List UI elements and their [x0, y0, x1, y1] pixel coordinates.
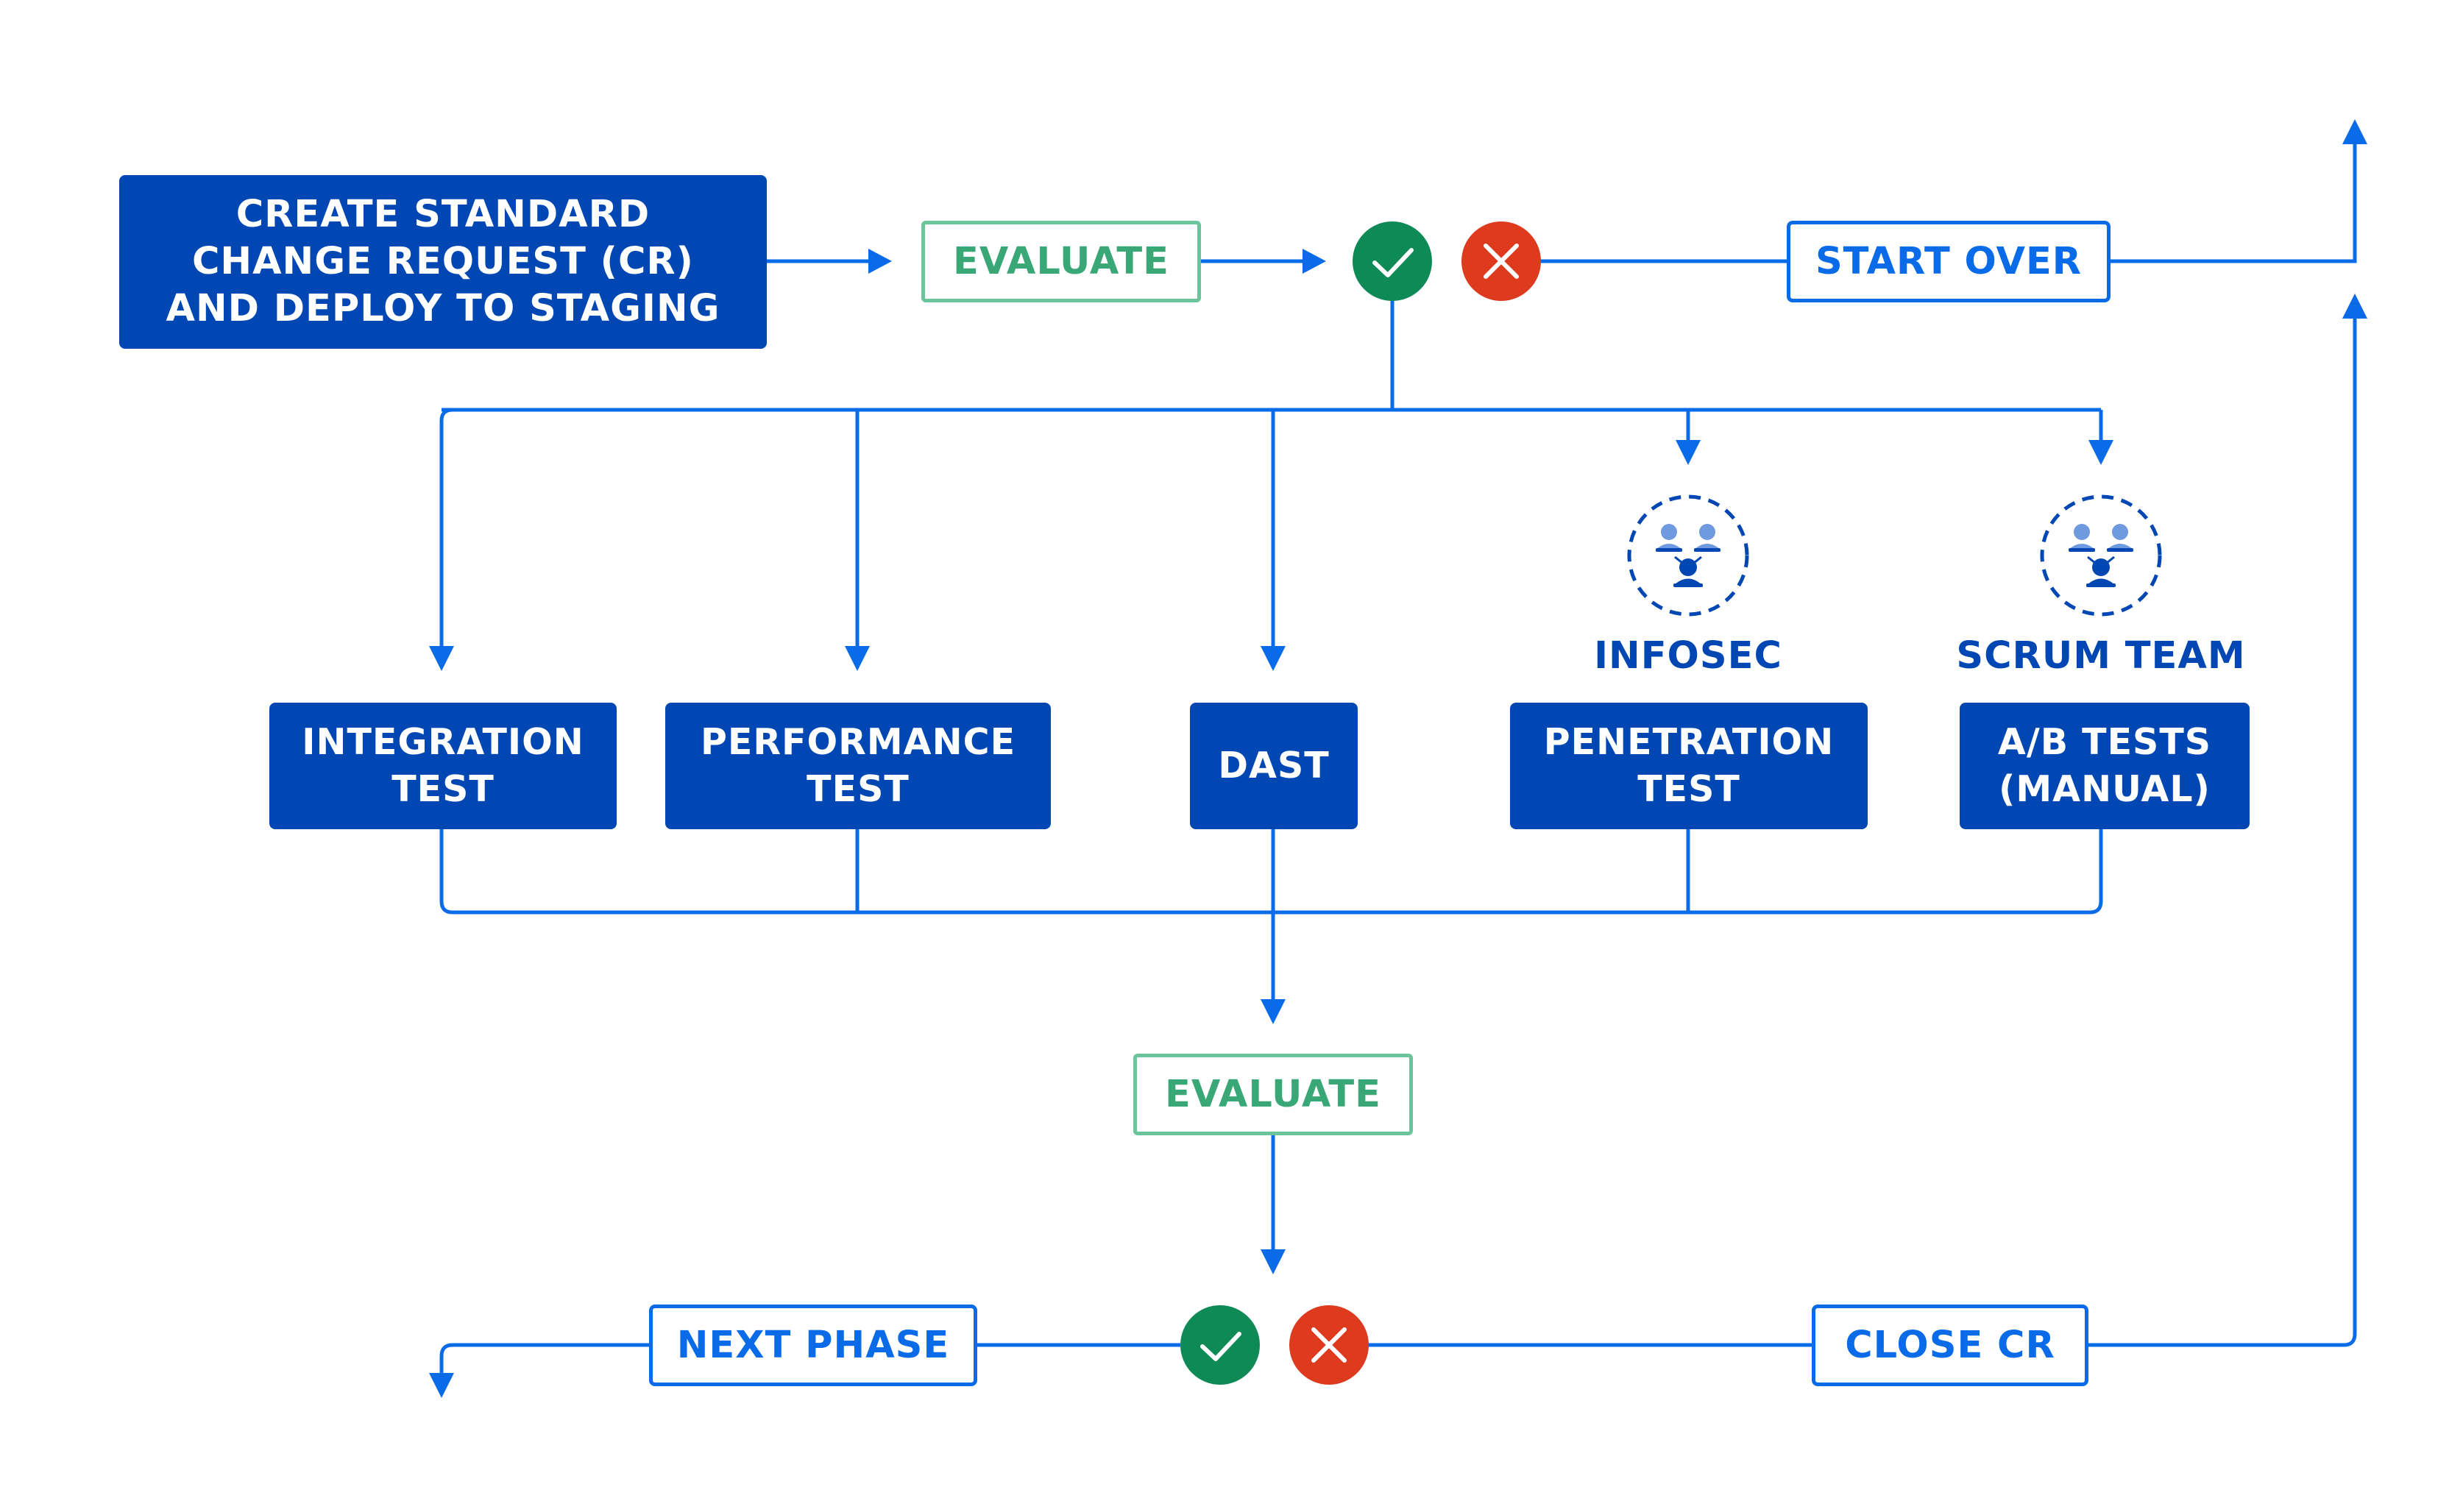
- arrow-head: [2088, 440, 2113, 465]
- ab-tests-node: A/B TESTS (MANUAL): [1960, 703, 2250, 829]
- reject-icon-bottom: [1289, 1305, 1369, 1385]
- evaluate-node-bottom: EVALUATE: [1133, 1054, 1413, 1135]
- approve-icon-bottom: [1180, 1305, 1260, 1385]
- arrow-head: [2342, 119, 2367, 144]
- arrow-head: [1261, 646, 1286, 671]
- arrow-head: [868, 249, 892, 274]
- next-phase-node: NEXT PHASE: [649, 1305, 977, 1386]
- infosec-label: INFOSEC: [1594, 634, 1782, 678]
- arrow-head: [1261, 999, 1286, 1024]
- approve-icon: [1353, 221, 1432, 301]
- connector-close-cr-loop: [2087, 309, 2357, 1347]
- evaluate-node-top: EVALUATE: [921, 221, 1201, 302]
- create-cr-node: CREATE STANDARD CHANGE REQUEST (CR) AND …: [119, 175, 767, 349]
- arrow-head: [845, 646, 870, 671]
- connector-fanout-corner-left: [439, 408, 453, 422]
- reject-icon: [1461, 221, 1541, 301]
- arrow-head: [429, 1373, 454, 1398]
- close-cr-node: CLOSE CR: [1812, 1305, 2088, 1386]
- arrow-head: [1676, 440, 1701, 465]
- connector-start-over-exit: [2109, 129, 2357, 263]
- connector-next-phase-exit: [439, 1343, 649, 1374]
- dast-node: DAST: [1190, 703, 1358, 829]
- performance-test-node: PERFORMANCE TEST: [665, 703, 1051, 829]
- start-over-node: START OVER: [1787, 221, 2111, 302]
- penetration-test-node: PENETRATION TEST: [1510, 703, 1868, 829]
- integration-test-node: INTEGRATION TEST: [269, 703, 617, 829]
- arrow-head: [429, 646, 454, 671]
- arrow-head: [1303, 249, 1326, 274]
- scrum-team-label: SCRUM TEAM: [1956, 634, 2246, 678]
- arrow-head: [1261, 1249, 1286, 1274]
- scrum-team-icon: [2040, 494, 2162, 617]
- arrow-head: [2342, 294, 2367, 319]
- infosec-team-icon: [1627, 494, 1749, 617]
